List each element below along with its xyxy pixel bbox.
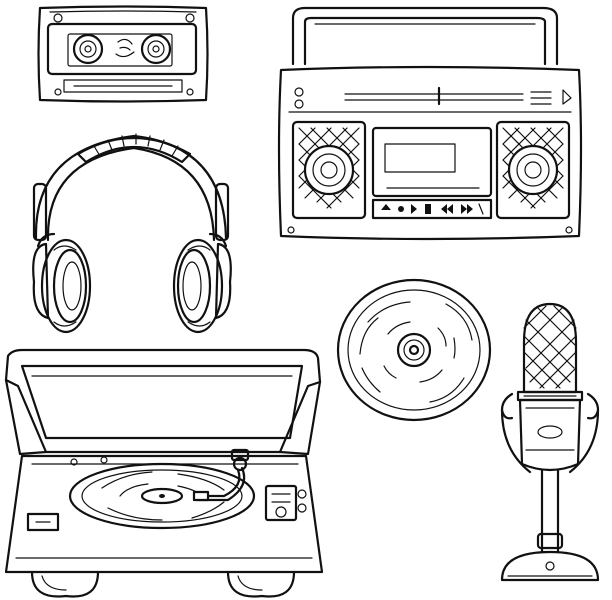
cassette-icon [34, 4, 214, 106]
cd-icon [334, 274, 494, 424]
headphones-icon [14, 118, 250, 340]
boombox-icon [275, 4, 607, 244]
microphone-icon [494, 300, 604, 592]
turntable-icon [2, 346, 326, 600]
